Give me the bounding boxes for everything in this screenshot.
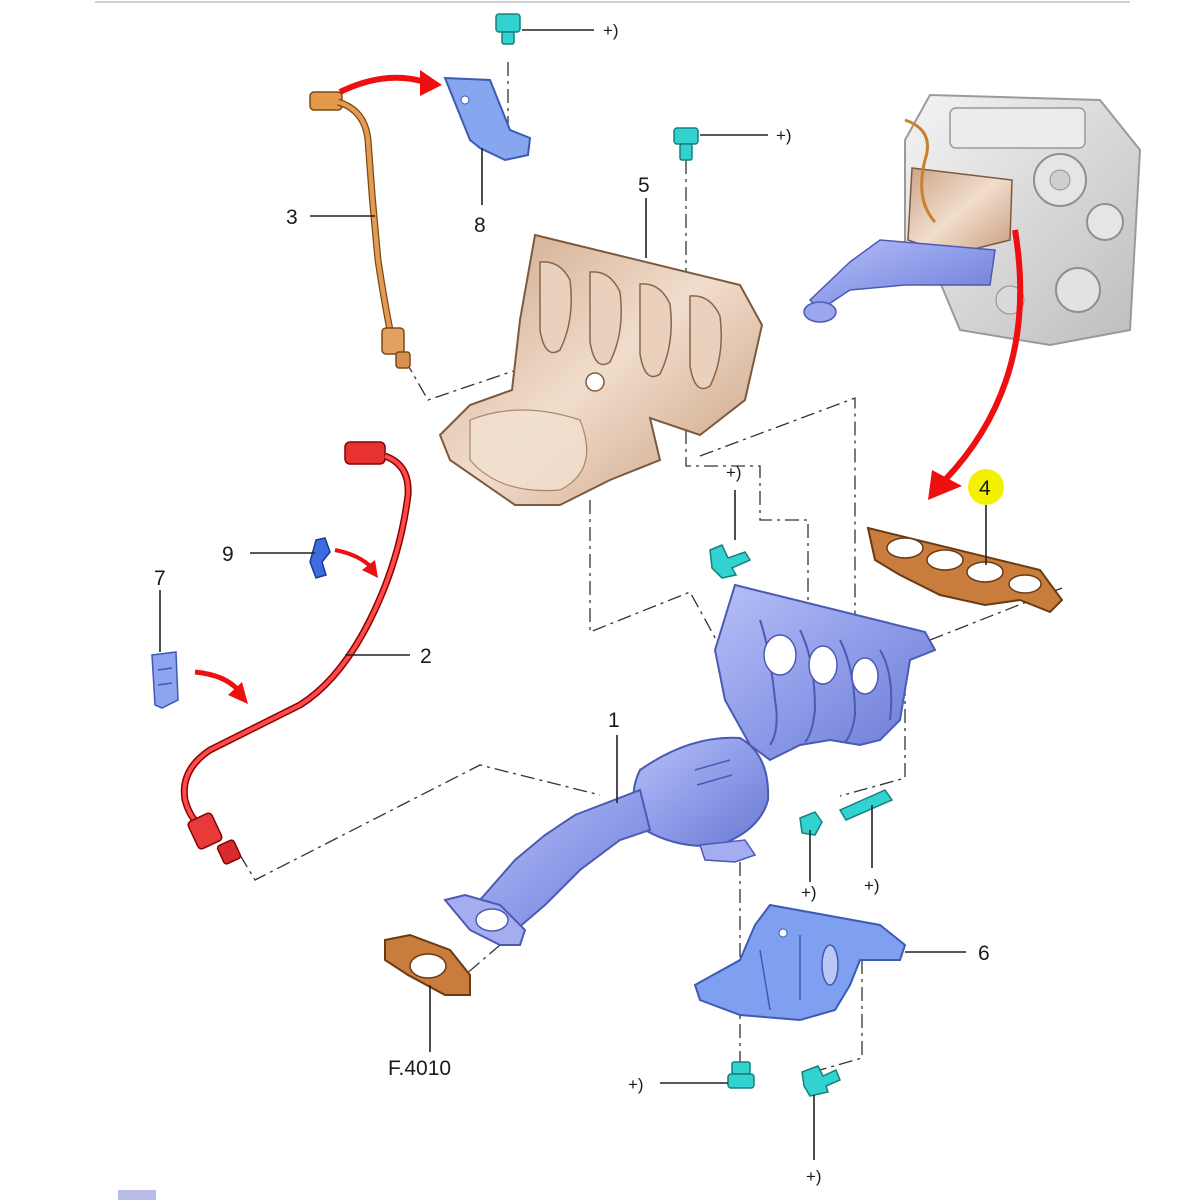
part-4-manifold-gasket xyxy=(866,526,1064,614)
plus-marker-top-bracket-bolt: +) xyxy=(603,21,619,40)
callout-1: 1 xyxy=(608,709,620,732)
bolt-lower-left xyxy=(727,1061,755,1089)
part-1-exhaust-manifold-catalyst xyxy=(443,583,937,946)
callout-4: 4 xyxy=(979,477,991,500)
callout-3: 3 xyxy=(286,206,298,229)
callout-4-highlight xyxy=(968,469,1004,505)
engine-overview-image xyxy=(803,93,1142,347)
callout-8: 8 xyxy=(474,214,486,237)
part-2-oxygen-sensor-downstream xyxy=(180,441,412,865)
bolt-top-bracket xyxy=(495,13,521,45)
callout-7: 7 xyxy=(154,567,166,590)
callout-2: 2 xyxy=(420,645,432,668)
plus-marker-manifold-stud: +) xyxy=(864,876,880,895)
stud-manifold xyxy=(838,789,894,821)
part-8-sensor-bracket xyxy=(443,76,532,162)
plus-marker-manifold-nut: +) xyxy=(801,883,817,902)
callout-6: 6 xyxy=(978,942,990,965)
red-arrow-clip xyxy=(334,548,378,578)
bolt-lower-right xyxy=(801,1065,841,1097)
footer-icon-partial xyxy=(118,1190,156,1200)
plus-marker-shield-bolt: +) xyxy=(776,126,792,145)
red-arrow-engine-to-gasket xyxy=(928,229,1024,500)
red-arrow-bracket xyxy=(194,669,248,704)
callout-9: 9 xyxy=(222,543,234,566)
bolt-heat-shield xyxy=(673,127,699,161)
part-3-oxygen-sensor-upstream xyxy=(309,91,411,369)
plus-marker-lower-left-bolt: +) xyxy=(628,1075,644,1094)
bolt-manifold-upper xyxy=(709,544,752,579)
plus-marker-lower-right-bolt: +) xyxy=(806,1167,822,1186)
callout-ref-f4010: F.4010 xyxy=(388,1057,451,1080)
leader-lines xyxy=(159,29,987,1160)
red-arrow-sensor-to-bracket xyxy=(338,70,442,96)
plus-marker-manifold-bolt: +) xyxy=(726,463,742,482)
nut-manifold xyxy=(799,811,823,836)
callout-5: 5 xyxy=(638,174,650,197)
part-7-harness-bracket xyxy=(151,651,179,709)
part-6-catalyst-support-bracket xyxy=(693,903,907,1022)
part-5-heat-shield xyxy=(438,233,764,506)
part-9-harness-clip xyxy=(309,537,331,579)
outlet-flange-gasket xyxy=(384,933,471,996)
